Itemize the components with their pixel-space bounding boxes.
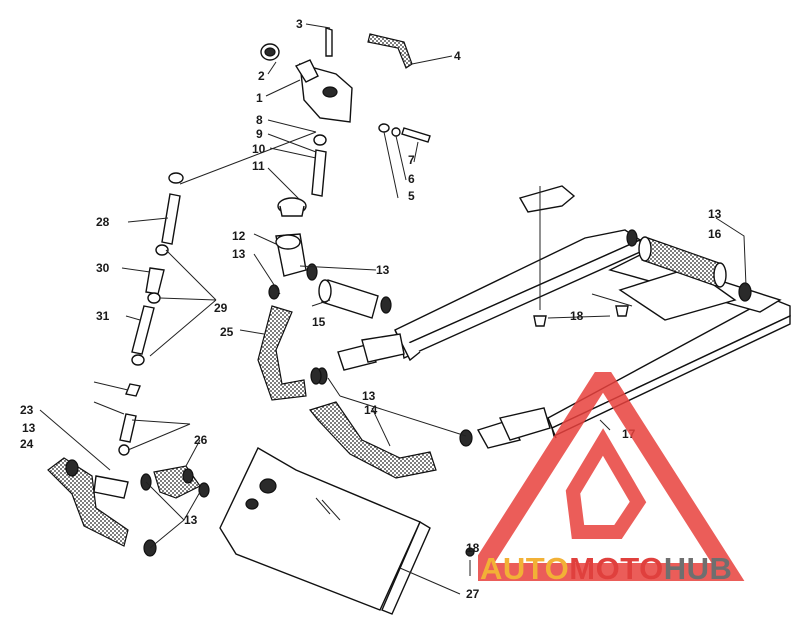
callout-9: 9 xyxy=(256,127,263,141)
callout-26: 30 xyxy=(96,261,110,275)
callout-11: 11 xyxy=(252,159,265,173)
callout-13-b: 13 xyxy=(376,263,390,277)
callout-2: 2 xyxy=(258,69,265,83)
hose-21 xyxy=(257,284,322,401)
leader-lines xyxy=(39,23,747,595)
callout-14: 14 xyxy=(364,403,378,417)
hose-15 xyxy=(306,263,392,319)
callout-12: 12 xyxy=(232,229,246,243)
watermark-auto: AUTO xyxy=(480,551,569,586)
callout-13-a: 13 xyxy=(232,247,246,261)
callout-numbers: 3 4 2 1 8 9 10 11 7 6 5 12 13 13 15 28 3… xyxy=(20,17,722,601)
callout-27: 31 xyxy=(96,309,110,323)
callout-8: 8 xyxy=(256,113,263,127)
hose-16 xyxy=(626,229,752,302)
label-plate xyxy=(518,185,576,213)
hose-20 xyxy=(47,457,157,557)
callout-21: 25 xyxy=(220,325,234,339)
callout-13-c: 13 xyxy=(22,421,36,435)
watermark-hub: HUB xyxy=(664,551,733,586)
callout-25: 29 xyxy=(214,301,228,315)
callout-10: 10 xyxy=(252,142,266,156)
callout-3: 3 xyxy=(296,17,303,31)
thermostat-housing-12 xyxy=(275,197,307,277)
automotohub-watermark: AUTOMOTOHUB xyxy=(478,372,745,586)
watermark-moto: MOTO xyxy=(569,551,663,586)
bleed-line-assembly xyxy=(118,134,327,456)
bracket-1 xyxy=(260,27,431,143)
callout-6: 6 xyxy=(408,172,415,186)
callout-5: 5 xyxy=(408,189,415,203)
callout-15: 15 xyxy=(312,315,326,329)
callout-7: 7 xyxy=(408,153,415,167)
callout-4: 4 xyxy=(454,49,461,63)
callout-13-e: 13 xyxy=(362,389,376,403)
callout-20: 24 xyxy=(20,437,34,451)
hose-14 xyxy=(308,333,551,479)
callout-13-d: 13 xyxy=(184,513,198,527)
callout-1: 1 xyxy=(256,91,263,105)
fastener-18 xyxy=(465,305,629,557)
triangle-logo-icon xyxy=(478,372,745,581)
callout-23: 27 xyxy=(466,587,480,601)
callout-13-f: 13 xyxy=(708,207,722,221)
radiator-panel-23 xyxy=(219,447,431,615)
watermark-text: AUTOMOTOHUB xyxy=(480,551,732,586)
callout-16: 16 xyxy=(708,227,722,241)
hose-22 xyxy=(140,465,210,499)
callout-18-b: 18 xyxy=(466,541,480,555)
callout-22: 26 xyxy=(194,433,208,447)
callout-19: 23 xyxy=(20,403,34,417)
callout-18-a: 18 xyxy=(570,309,584,323)
callout-24: 28 xyxy=(96,215,110,229)
heat-exchanger-tunnel xyxy=(394,229,791,439)
